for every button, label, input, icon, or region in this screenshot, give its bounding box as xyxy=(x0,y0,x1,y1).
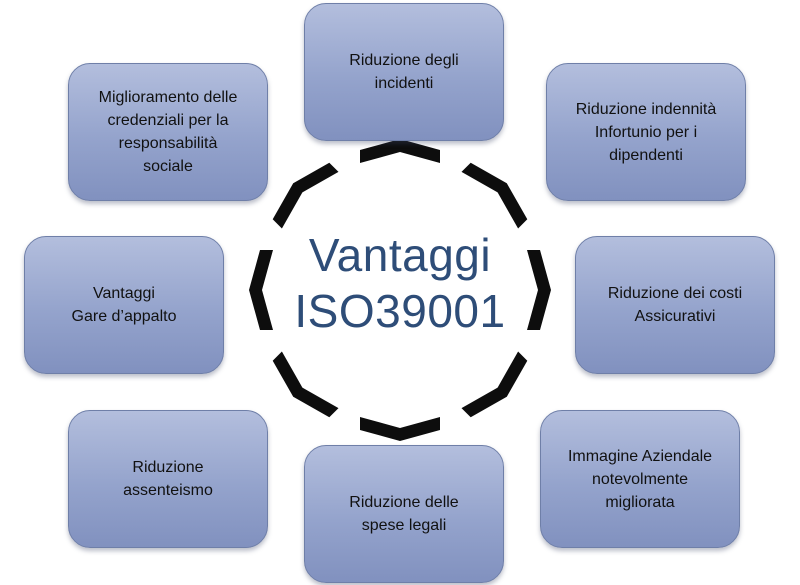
benefit-label: Riduzione assenteismo xyxy=(123,459,213,499)
benefit-box-reduced-legal-expenses: Riduzione delle spese legali xyxy=(304,445,504,583)
benefit-label: Riduzione degli incidenti xyxy=(349,52,459,92)
chevron-segment xyxy=(272,162,339,229)
benefit-box-reduced-insurance-costs: Riduzione dei costi Assicurativi xyxy=(575,236,775,374)
center-title-line2: ISO39001 xyxy=(294,285,506,337)
benefit-box-improved-company-image: Immagine Aziendale notevolmente migliora… xyxy=(540,410,740,548)
chevron-segment xyxy=(272,351,339,418)
chevron-segment xyxy=(360,417,440,441)
benefit-box-reduced-absenteeism: Riduzione assenteismo xyxy=(68,410,268,548)
benefit-box-reduced-incidents: Riduzione degli incidenti xyxy=(304,3,504,141)
chevron-segment xyxy=(360,139,440,163)
benefit-label: Riduzione dei costi Assicurativi xyxy=(607,285,743,325)
center-title-line1: Vantaggi xyxy=(308,229,492,281)
chevron-segment xyxy=(249,250,273,330)
benefit-label: Vantaggi Gare d’appalto xyxy=(71,285,177,325)
benefit-label: Immagine Aziendale notevolmente migliora… xyxy=(567,447,713,511)
benefit-label: Riduzione delle spese legali xyxy=(349,494,459,534)
chevron-segment xyxy=(461,351,528,418)
chevron-segment xyxy=(527,250,551,330)
benefit-label: Miglioramento delle credenziali per la r… xyxy=(98,89,238,175)
chevron-segment xyxy=(461,162,528,229)
benefit-box-tender-advantages: Vantaggi Gare d’appalto xyxy=(24,236,224,374)
benefit-box-improved-social-credentials: Miglioramento delle credenziali per la r… xyxy=(68,63,268,201)
benefit-label: Riduzione indennità Infortunio per i dip… xyxy=(575,100,717,164)
benefit-box-reduced-injury-compensation: Riduzione indennità Infortunio per i dip… xyxy=(546,63,746,201)
